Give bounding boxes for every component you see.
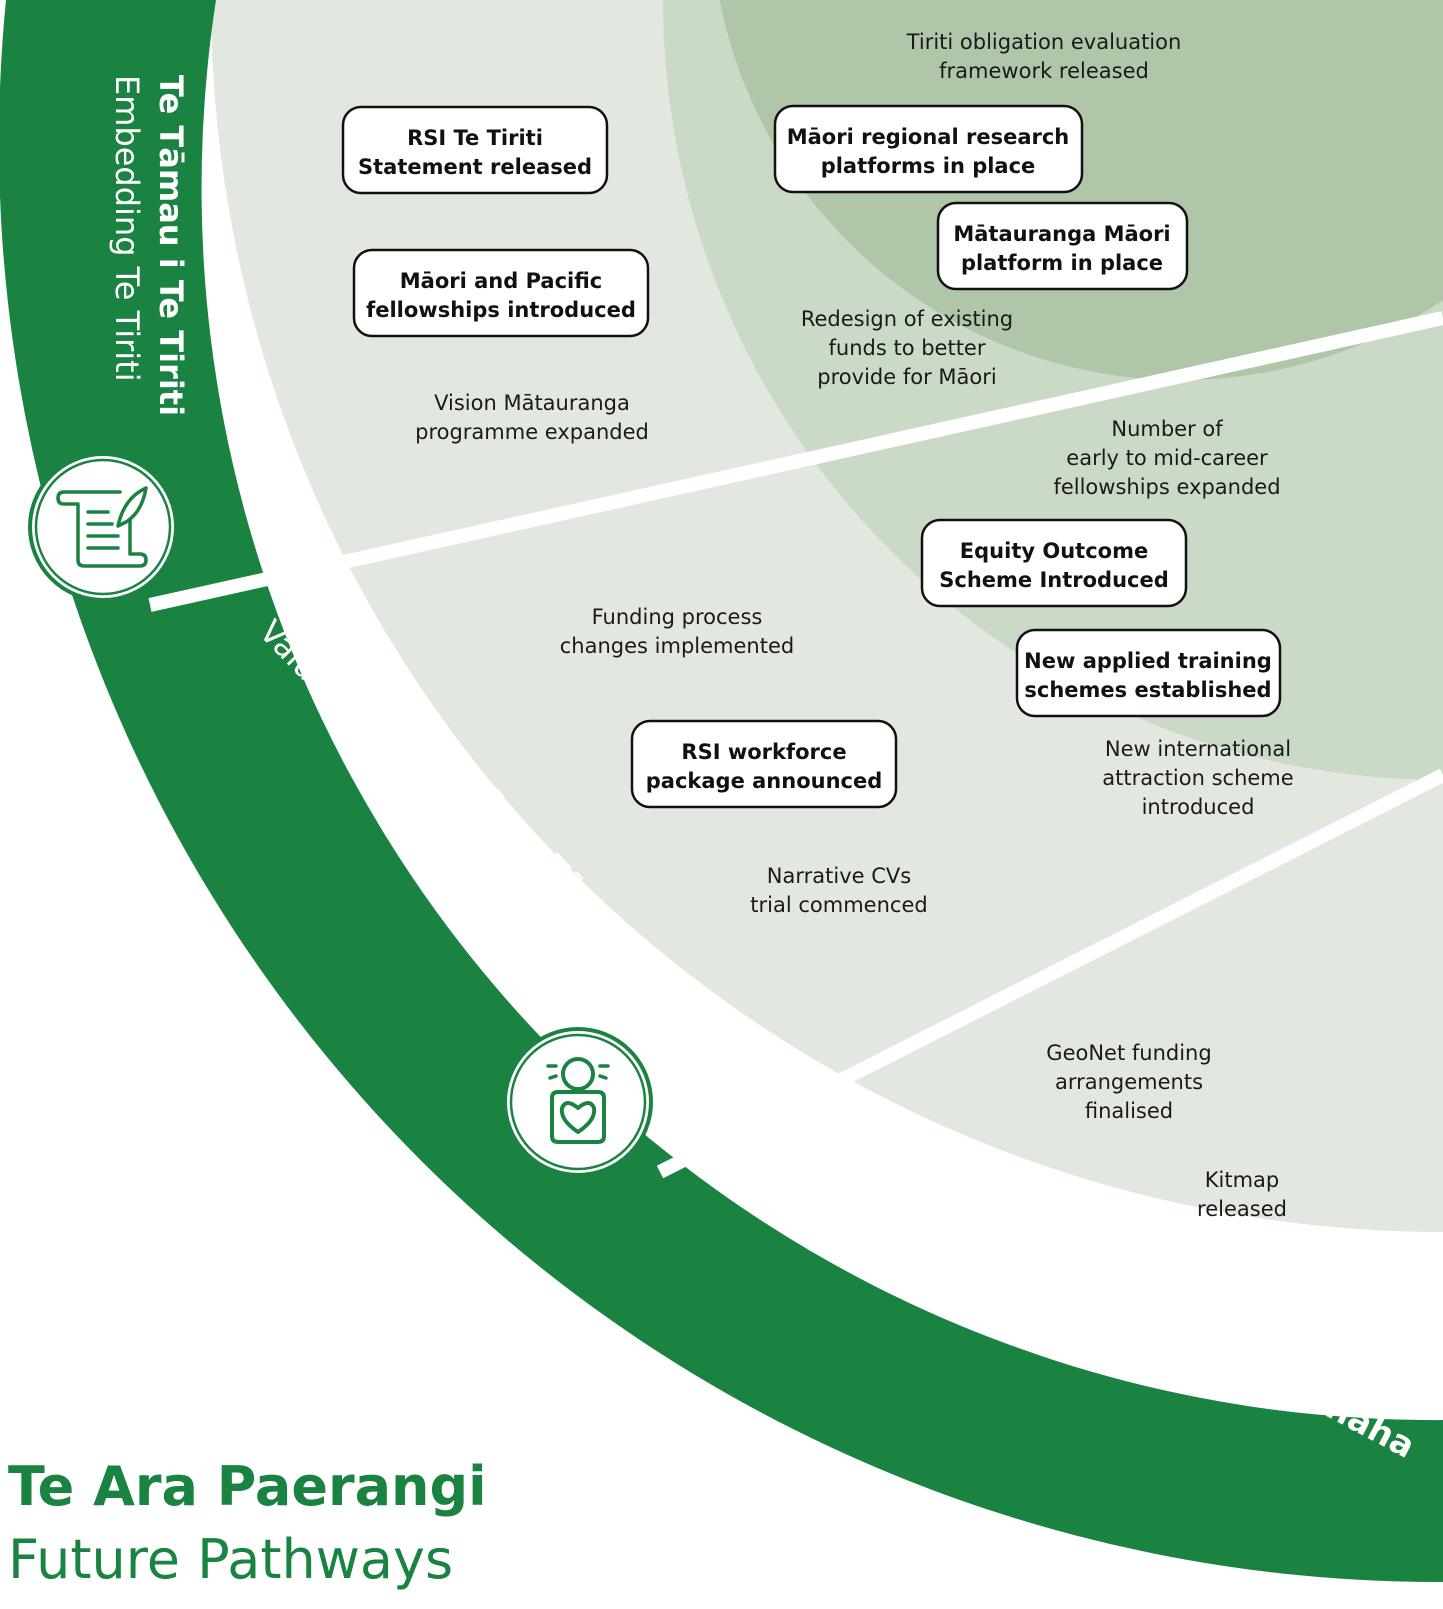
separator-lower (656, 768, 1443, 1179)
tiriti-label-english: Embedding Te Tiriti (108, 75, 146, 382)
ring-inner (719, 0, 1443, 380)
scroll-quill-icon (28, 452, 178, 602)
tiriti-label-maori: Te Tāmau i Te Tiriti (152, 75, 190, 416)
page-title: Te Ara Paerangi (8, 1455, 487, 1518)
pathway-label-tiriti: Te Tāmau i Te Tiriti Embedding Te Tiriti (108, 75, 190, 416)
page-subtitle: Future Pathways (8, 1528, 454, 1591)
separator-upper (148, 311, 1443, 612)
person-heart-icon (503, 1027, 653, 1177)
